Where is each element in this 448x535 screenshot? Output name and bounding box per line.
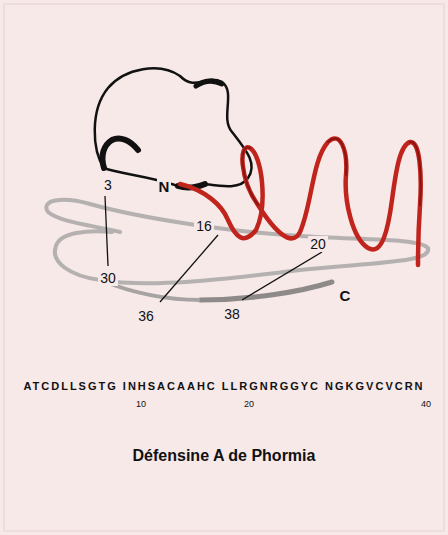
residue-number: 20 — [308, 236, 328, 252]
n-loop-thick — [102, 138, 138, 168]
residue-number: 36 — [136, 308, 156, 324]
residue-number: C — [338, 287, 353, 304]
n-loop-thick — [196, 81, 222, 86]
ruler-number: 10 — [134, 399, 148, 410]
beta-strand-end — [200, 282, 332, 300]
alpha-helix-dark — [242, 138, 420, 205]
sequence-text: ATCDLLSGTG INHSACAAHC LLRGNRGGYC NGKGVCV… — [21, 380, 426, 393]
n-loop — [95, 68, 252, 186]
ruler-number: 40 — [419, 399, 433, 410]
disulfide-bridge — [160, 235, 218, 302]
disulfide-bridge — [242, 252, 322, 300]
residue-number: 38 — [222, 306, 242, 322]
frame — [4, 4, 444, 531]
caption: Défensine A de Phormia — [131, 447, 318, 465]
residue-number: 30 — [98, 270, 118, 286]
disulfide-bridge — [105, 196, 108, 266]
residue-number: 3 — [102, 177, 114, 193]
ruler-number: 20 — [242, 399, 256, 410]
residue-number: 16 — [194, 218, 214, 234]
residue-number: N — [157, 178, 172, 195]
alpha-helix — [180, 138, 421, 265]
